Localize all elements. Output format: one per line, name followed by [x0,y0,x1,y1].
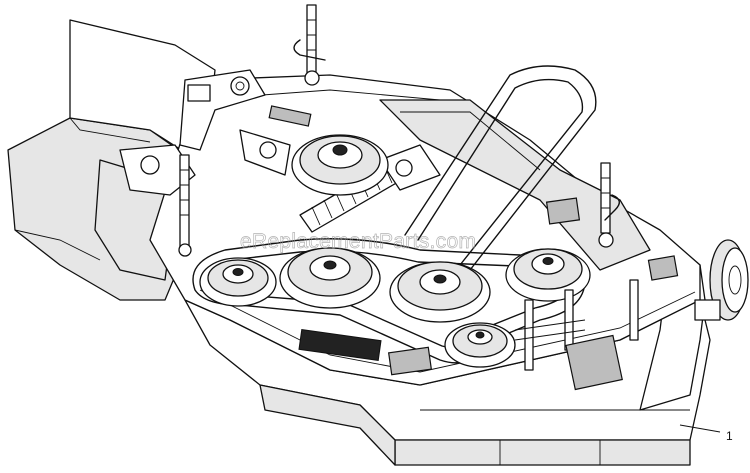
spindle-pulley-center-right [389,261,491,323]
deck-handle [404,65,597,271]
watermark: eReplacementParts.com [240,230,476,253]
idler-arm [379,144,441,191]
callout-label: 1 [726,429,733,443]
spindle-pulley-right [505,248,591,302]
spindle-pulley-center-left [279,247,381,309]
callout-1: 1 [679,424,733,443]
gauge-wheel [694,239,749,321]
height-adjust-pin-left [178,154,192,257]
height-adjust-pin-right [598,162,620,248]
left-lift-bracket [119,69,291,196]
spindle-pulley-left [199,257,277,307]
belt-shield [379,99,651,271]
front-support-posts [514,279,639,371]
deck-decals [268,105,679,391]
height-adjust-pin-top [293,4,326,86]
front-idler-pulley [444,322,516,368]
rear-idler-pulley [291,134,389,196]
